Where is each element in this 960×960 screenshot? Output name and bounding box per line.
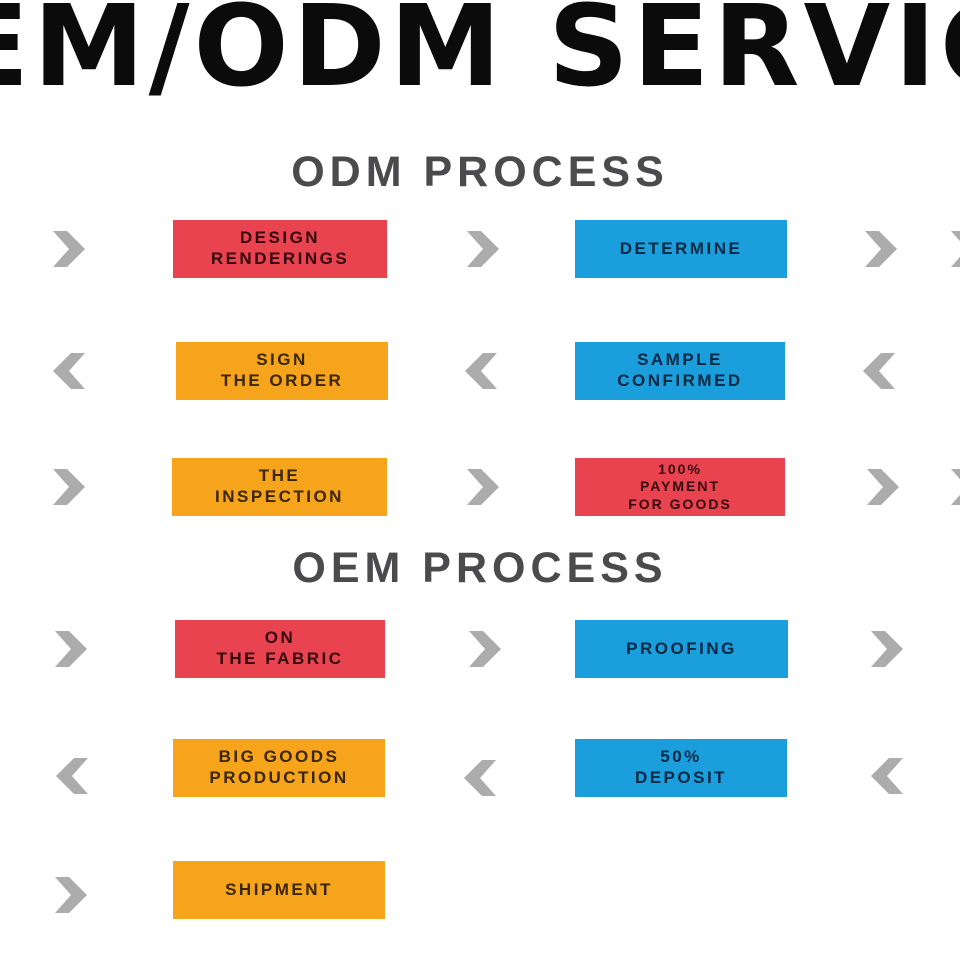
step-box-on-the-fabric: ON THE FABRIC	[175, 620, 385, 678]
chevron-right-icon-partial	[948, 229, 960, 269]
step-box-sign-the-order: SIGN THE ORDER	[176, 342, 388, 400]
step-box-determine: DETERMINE	[575, 220, 787, 278]
chevron-right-icon	[52, 875, 88, 915]
chevron-left-icon	[862, 351, 898, 391]
page-title: OEM/ODM SERVICE	[0, 0, 960, 112]
chevron-right-icon	[464, 229, 500, 269]
chevron-right-icon	[464, 467, 500, 507]
chevron-right-icon	[466, 629, 502, 669]
chevron-right-icon	[862, 229, 898, 269]
chevron-right-icon	[868, 629, 904, 669]
step-box-proofing: PROOFING	[575, 620, 788, 678]
oem-row-1: ON THE FABRIC PROOFING	[0, 620, 960, 678]
chevron-right-icon-partial	[948, 467, 960, 507]
oem-process-heading: OEM PROCESS	[292, 544, 668, 592]
chevron-right-icon	[50, 467, 86, 507]
chevron-right-icon	[50, 229, 86, 269]
step-box-design-renderings: DESIGN RENDERINGS	[173, 220, 387, 278]
chevron-left-icon	[464, 351, 500, 391]
step-box-100-payment-for-goods: 100% PAYMENT FOR GOODS	[575, 458, 785, 516]
odm-row-2: SIGN THE ORDER SAMPLE CONFIRMED	[0, 342, 960, 400]
step-box-big-goods-production: BIG GOODS PRODUCTION	[173, 739, 385, 797]
chevron-right-icon	[864, 467, 900, 507]
chevron-left-icon	[870, 756, 906, 796]
chevron-left-icon	[55, 756, 91, 796]
chevron-right-icon	[52, 629, 88, 669]
oem-row-3: SHIPMENT	[0, 861, 960, 919]
odm-row-1: DESIGN RENDERINGS DETERMINE	[0, 220, 960, 278]
step-box-shipment: SHIPMENT	[173, 861, 385, 919]
odm-process-heading: ODM PROCESS	[291, 148, 669, 196]
oem-row-2: BIG GOODS PRODUCTION 50% DEPOSIT	[0, 739, 960, 797]
chevron-left-icon	[52, 351, 88, 391]
step-box-50-deposit: 50% DEPOSIT	[575, 739, 787, 797]
step-box-sample-confirmed: SAMPLE CONFIRMED	[575, 342, 785, 400]
step-box-the-inspection: THE INSPECTION	[172, 458, 387, 516]
odm-row-3: THE INSPECTION 100% PAYMENT FOR GOODS	[0, 458, 960, 516]
chevron-left-icon	[463, 758, 499, 798]
